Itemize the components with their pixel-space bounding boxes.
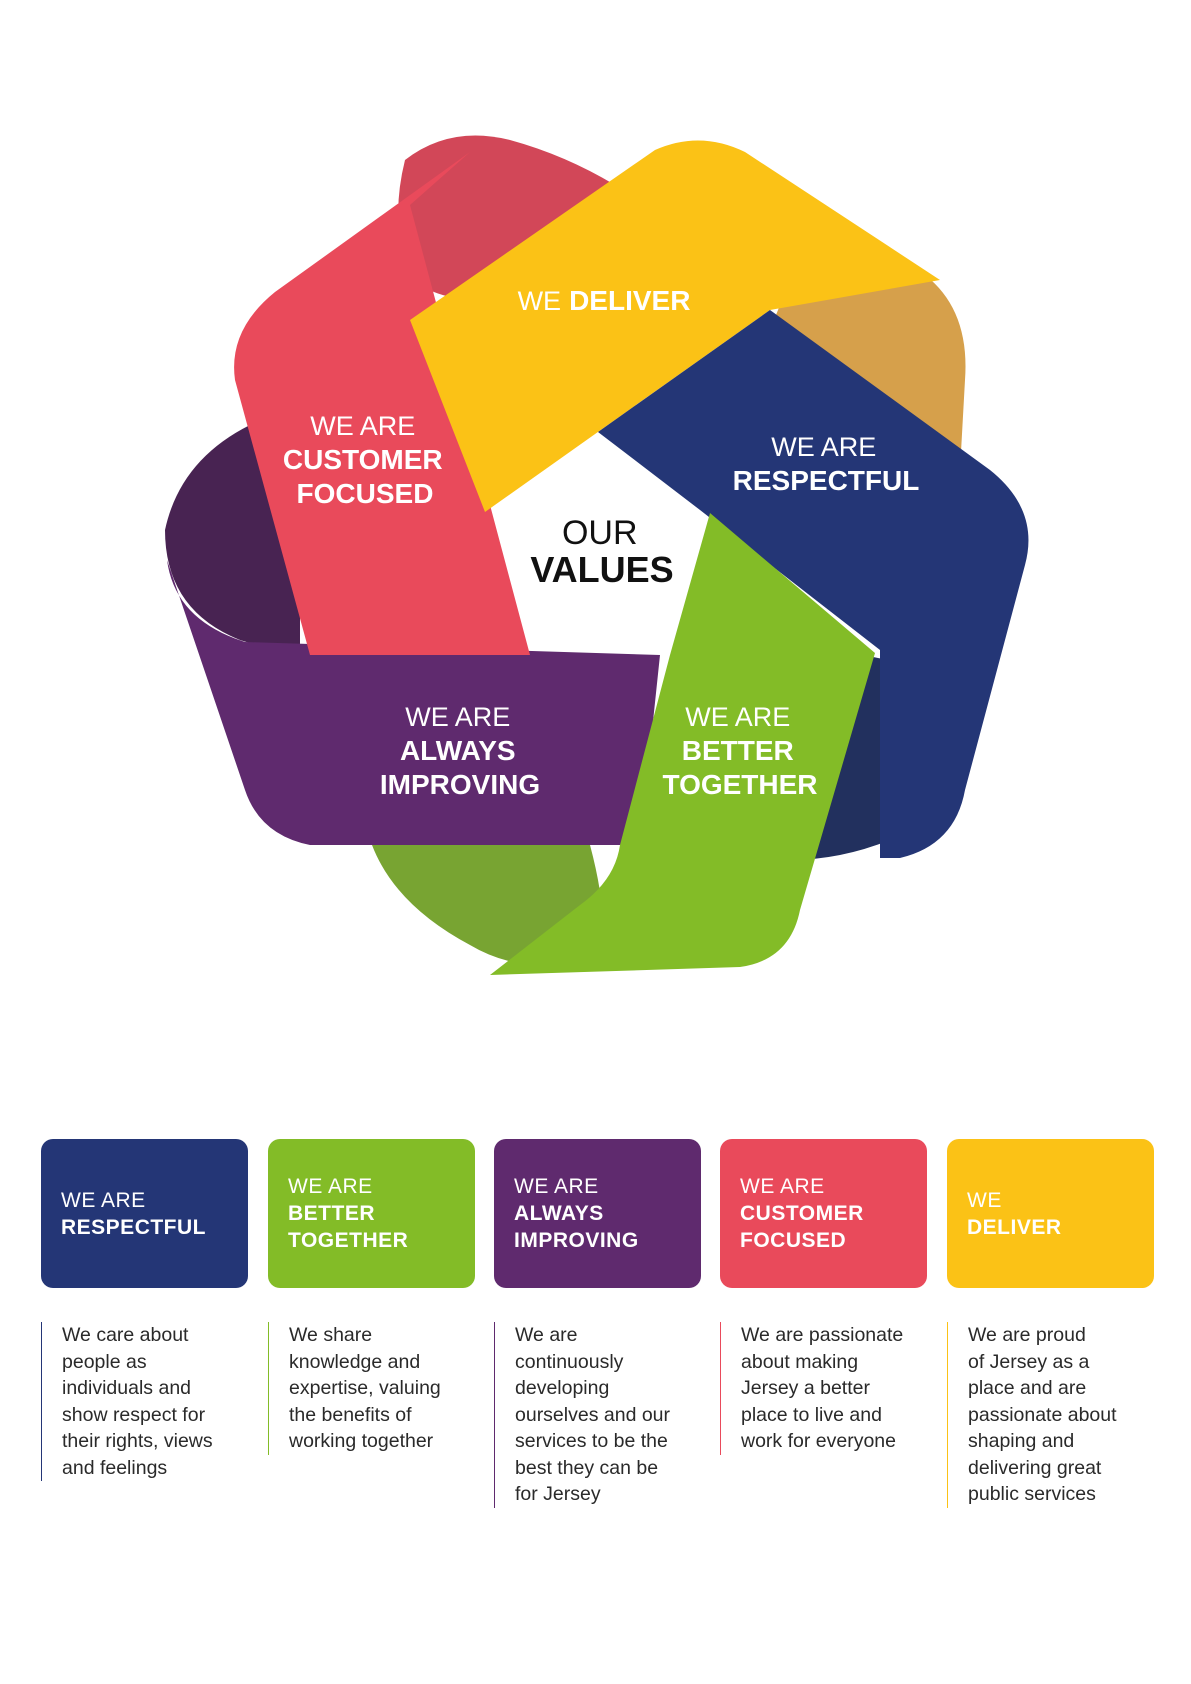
center-label-line-2: VALUES — [530, 549, 673, 590]
value-description-better-together: We share knowledge and expertise, valuin… — [268, 1322, 473, 1455]
value-card-line-1: WE ARE — [514, 1175, 599, 1198]
customer-focused-label-line-3: FOCUSED — [297, 478, 434, 509]
customer-focused-band — [234, 152, 530, 655]
better-together-label: WE ARE BETTER TOGETHER — [662, 702, 817, 800]
always-improving-label-line-3: IMPROVING — [380, 769, 540, 800]
respectful-label-line-1: WE ARE — [771, 432, 876, 462]
value-card-line-1: WE ARE — [740, 1175, 825, 1198]
value-description-always-improving: We are continuously developing ourselves… — [494, 1322, 699, 1508]
deliver-label-line-1: WE — [518, 286, 562, 316]
respectful-band — [598, 310, 1029, 858]
better-together-band — [490, 513, 875, 975]
value-card-better-together: WE ARE BETTER TOGETHER — [268, 1139, 475, 1288]
always-improving-label-line-1: WE ARE — [405, 702, 510, 732]
better-together-label-line-1: WE ARE — [685, 702, 790, 732]
deliver-band — [410, 140, 940, 512]
always-improving-band — [167, 560, 660, 845]
respectful-label-line-2: RESPECTFUL — [733, 465, 920, 496]
center-label: OUR VALUES — [530, 514, 673, 590]
center-label-line-1: OUR — [562, 514, 638, 552]
value-card-line-2: BETTER TOGETHER — [288, 1202, 409, 1252]
value-card-line-2: CUSTOMER FOCUSED — [740, 1202, 864, 1252]
value-card-customer-focused: WE ARE CUSTOMER FOCUSED — [720, 1139, 927, 1288]
customer-focused-fold — [398, 135, 615, 300]
value-description-deliver: We are proud of Jersey as a place and ar… — [947, 1322, 1152, 1508]
value-card-line-1: WE — [967, 1188, 1002, 1212]
always-improving-label-line-2: ALWAYS — [400, 735, 516, 766]
value-card-line-2: DELIVER — [967, 1215, 1062, 1239]
value-card-respectful: WE ARE RESPECTFUL — [41, 1139, 248, 1288]
deliver-label-line-2: DELIVER — [569, 285, 690, 316]
customer-focused-label-line-1: WE ARE — [310, 411, 415, 441]
always-improving-label: WE ARE ALWAYS IMPROVING — [380, 702, 540, 800]
customer-focused-label: WE ARE CUSTOMER FOCUSED — [283, 411, 447, 509]
customer-focused-label-line-2: CUSTOMER — [283, 444, 443, 475]
value-card-line-2: ALWAYS IMPROVING — [514, 1202, 639, 1252]
better-together-label-line-2: BETTER — [682, 735, 794, 766]
value-card-line-1: WE ARE — [288, 1175, 373, 1198]
value-card-line-1: WE ARE — [61, 1188, 146, 1212]
value-description-customer-focused: We are passionate about making Jersey a … — [720, 1322, 925, 1455]
value-card-always-improving: WE ARE ALWAYS IMPROVING — [494, 1139, 701, 1288]
value-description-respectful: We care about people as individuals and … — [41, 1322, 246, 1481]
better-together-label-line-3: TOGETHER — [662, 769, 817, 800]
values-cards: WE ARE RESPECTFUL We care about people a… — [41, 1139, 1154, 1559]
respectful-label: WE ARE RESPECTFUL — [733, 432, 920, 496]
value-card-deliver: WE DELIVER — [947, 1139, 1154, 1288]
value-card-line-2: RESPECTFUL — [61, 1215, 207, 1239]
